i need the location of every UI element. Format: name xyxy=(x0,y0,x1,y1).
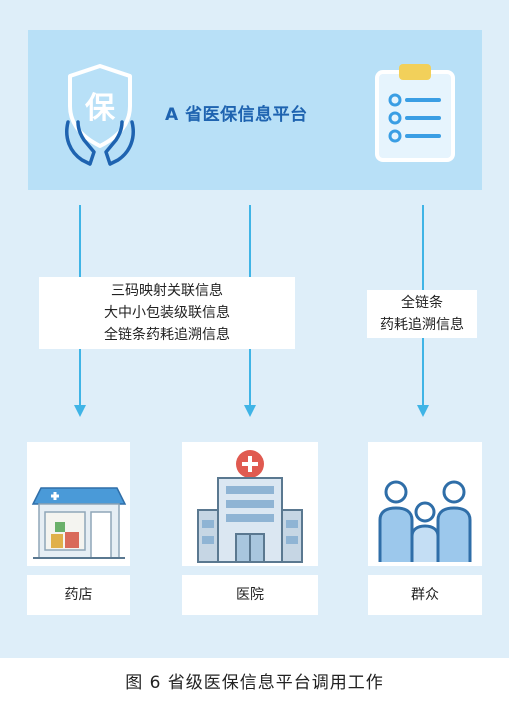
left-flow-label: 三码映射关联信息 大中小包装级联信息 全链条药耗追溯信息 xyxy=(39,277,295,349)
hospital-icon xyxy=(197,450,303,563)
shield-hands-icon: 保 xyxy=(65,64,135,166)
pharmacy-icon xyxy=(31,487,127,559)
public-card xyxy=(368,442,482,566)
left-label-line: 大中小包装级联信息 xyxy=(104,305,230,321)
platform-title: A 省医保信息平台 xyxy=(165,105,308,125)
figure-caption: 图 6 省级医保信息平台调用工作 xyxy=(125,673,384,693)
hospital-caption: 医院 xyxy=(182,575,318,615)
pharmacy-card xyxy=(27,442,130,566)
diagram-panel: 保 A 省医保信息平台 三码映射关联信息 大中小包装级联信息 xyxy=(0,0,509,658)
left-label-line: 三码映射关联信息 xyxy=(111,283,223,299)
clipboard-icon xyxy=(375,64,455,162)
platform-box: 保 A 省医保信息平台 xyxy=(28,30,482,190)
right-label-line: 全链条 xyxy=(401,295,443,311)
right-flow-label: 全链条 药耗追溯信息 xyxy=(367,290,477,338)
hospital-card xyxy=(182,442,318,566)
left-label-line: 全链条药耗追溯信息 xyxy=(104,327,230,343)
pharmacy-caption: 药店 xyxy=(27,575,130,615)
right-label-line: 药耗追溯信息 xyxy=(380,317,464,333)
shield-char: 保 xyxy=(85,91,116,126)
public-caption: 群众 xyxy=(368,575,482,615)
family-icon xyxy=(378,480,472,562)
